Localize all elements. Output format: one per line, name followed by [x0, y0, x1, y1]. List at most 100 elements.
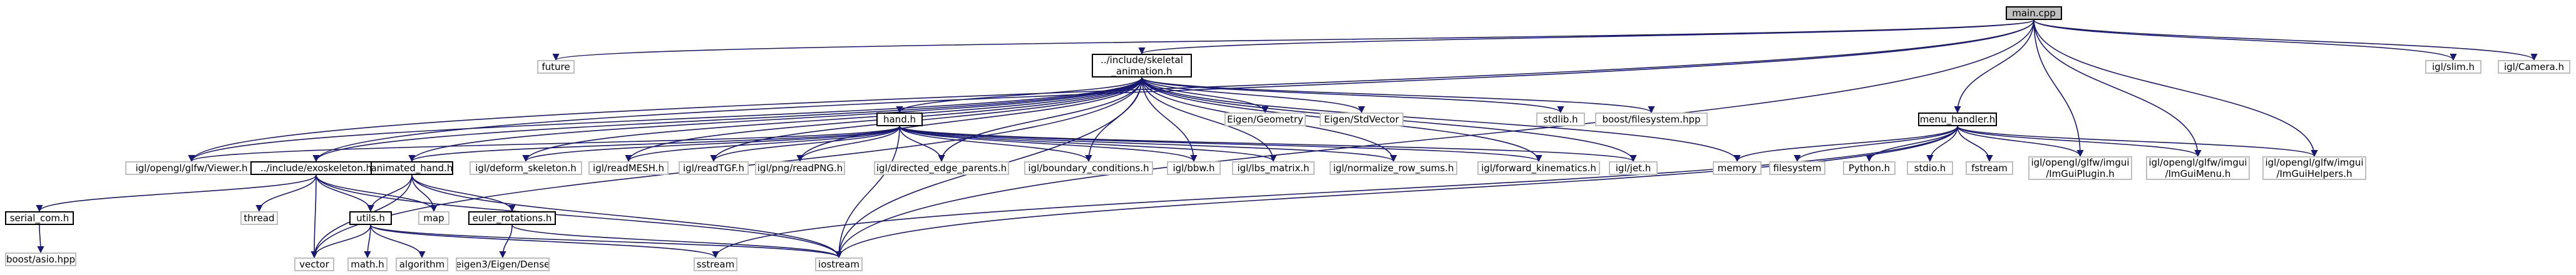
node-eigen-dense[interactable]: eigen3/Eigen/Dense — [456, 258, 550, 271]
node-algorithm[interactable]: algorithm — [396, 258, 448, 271]
node-label: Eigen/Geometry — [1227, 114, 1303, 125]
node-imguihelpers-h[interactable]: igl/opengl/glfw/imgui/ImGuiHelpers.h — [2262, 156, 2366, 180]
node-filesystem[interactable]: filesystem — [1769, 161, 1825, 175]
edge-hand-h-to-igl-jet-h — [899, 126, 1637, 162]
edge-skeletal-animation-h-to-eigen-stdvector — [1141, 77, 1365, 114]
edge-hand-h-to-igl-lbs-matrix-h — [899, 126, 1277, 162]
node-label: igl/lbs_matrix.h — [1237, 162, 1310, 174]
node-igl-readpng-h[interactable]: igl/png/readPNG.h — [755, 161, 845, 175]
node-label: igl/boundary_conditions.h — [1028, 162, 1149, 174]
node-label: math.h — [351, 259, 384, 270]
node-label: igl/png/readPNG.h — [757, 162, 843, 174]
node-utils-h[interactable]: utils.h — [349, 211, 392, 225]
edge-main-cpp-to-future — [553, 19, 2035, 61]
edge-hand-h-to-igl-deform-skeleton-h — [522, 126, 900, 162]
node-stdlib-h[interactable]: stdlib.h — [1536, 112, 1585, 126]
node-label: igl/opengl/glfw/imgui — [2265, 157, 2364, 168]
edge-skeletal-animation-h-to-boost-filesystem-hpp — [1141, 77, 1655, 114]
edge-main-cpp-to-igl-camera-h — [2033, 19, 2538, 61]
node-label: main.cpp — [2012, 8, 2056, 19]
edge-menu-handler-h-to-filesystem — [1793, 126, 1958, 162]
edge-animated-hand-h-to-utils-h — [367, 174, 413, 212]
edge-main-cpp-to-igl-slim-h — [2033, 19, 2457, 61]
node-stdio-h[interactable]: stdio.h — [1907, 161, 1953, 175]
edge-hand-h-to-igl-normalize-row-sums-h — [899, 126, 1397, 162]
edge-skeletal-animation-h-to-hand-h — [896, 77, 1142, 114]
node-map[interactable]: map — [418, 211, 449, 225]
edge-hand-h-to-igl-bbw-h — [899, 126, 1198, 162]
edge-skeletal-animation-h-to-igl-deform-skeleton-h — [522, 77, 1142, 162]
node-igl-bbw-h[interactable]: igl/bbw.h — [1167, 161, 1221, 175]
edge-skeletal-animation-h-to-igl-lbs-matrix-h — [1141, 77, 1277, 162]
edge-utils-h-to-math-h — [364, 224, 371, 259]
node-eigen-geometry[interactable]: Eigen/Geometry — [1224, 112, 1306, 126]
edge-animated-hand-h-to-euler-rotations-h — [411, 174, 516, 212]
node-igl-boundary-conditions-h[interactable]: igl/boundary_conditions.h — [1024, 161, 1153, 175]
node-thread[interactable]: thread — [240, 211, 278, 225]
node-igl-jet-h[interactable]: igl/jet.h — [1609, 161, 1658, 175]
edge-main-cpp-to-skeletal-animation-h — [1138, 19, 2035, 55]
node-python-h[interactable]: Python.h — [1843, 161, 1896, 175]
edge-animated-hand-h-to-map — [411, 174, 438, 212]
node-label: igl/slim.h — [2432, 61, 2475, 72]
node-label: igl/readTGF.h — [683, 162, 744, 174]
node-label: vector — [299, 259, 329, 270]
edge-menu-handler-h-to-memory — [1733, 126, 1958, 162]
node-boost-filesystem-hpp[interactable]: boost/filesystem.hpp — [1595, 112, 1708, 126]
node-label: serial_com.h — [9, 212, 69, 224]
node-boost-asio-hpp[interactable]: boost/asio.hpp — [5, 252, 76, 266]
node-label: memory — [1717, 162, 1757, 174]
edge-euler-rotations-h-to-iostream — [511, 224, 843, 259]
edge-exoskeleton-h-to-utils-h — [316, 174, 374, 212]
edge-exoskeleton-h-to-vector — [310, 174, 318, 259]
node-label: /ImGuiPlugin.h — [2046, 168, 2115, 179]
edge-skeletal-animation-h-to-eigen-geometry — [1141, 77, 1269, 114]
node-iostream[interactable]: iostream — [815, 258, 863, 271]
node-igl-lbs-matrix-h[interactable]: igl/lbs_matrix.h — [1232, 161, 1315, 175]
edge-animated-hand-h-to-iostream — [411, 174, 843, 259]
edge-skeletal-animation-h-to-igl-directed-edge-parents-h — [938, 77, 1142, 162]
edge-euler-rotations-h-to-eigen-dense — [499, 224, 513, 259]
edge-skeletal-animation-h-to-animated-hand-h — [408, 77, 1142, 162]
node-igl-slim-h[interactable]: igl/slim.h — [2425, 60, 2481, 74]
edge-utils-h-to-algorithm — [370, 224, 426, 259]
edge-main-cpp-to-imguihelpers-h — [2033, 19, 2318, 158]
edge-menu-handler-h-to-fstream — [1957, 126, 1993, 162]
node-sstream[interactable]: sstream — [694, 258, 737, 271]
node-animated-hand-h[interactable]: animated_hand.h — [371, 161, 453, 175]
node-fstream[interactable]: fstream — [1966, 161, 2013, 175]
node-imguiplugin-h[interactable]: igl/opengl/glfw/imgui/ImGuiPlugin.h — [2028, 156, 2132, 180]
node-igl-normalize-row-sums-h[interactable]: igl/normalize_row_sums.h — [1330, 161, 1457, 175]
node-label: igl/opengl/glfw/Viewer.h — [135, 162, 248, 174]
node-igl-deform-skeleton-h[interactable]: igl/deform_skeleton.h — [470, 161, 582, 175]
node-euler-rotations-h[interactable]: euler_rotations.h — [468, 211, 556, 225]
node-exoskeleton-h[interactable]: ../include/exoskeleton.h — [250, 161, 382, 175]
edge-menu-handler-h-to-stdio-h — [1926, 126, 1958, 162]
edge-exoskeleton-h-to-iostream — [316, 174, 843, 259]
node-math-h[interactable]: math.h — [347, 258, 387, 271]
node-skeletal-animation-h[interactable]: ../include/skeletal_animation.h — [1092, 54, 1192, 78]
node-eigen-stdvector[interactable]: Eigen/StdVector — [1320, 112, 1403, 126]
node-igl-readtgf-h[interactable]: igl/readTGF.h — [679, 161, 749, 175]
node-igl-viewer-h[interactable]: igl/opengl/glfw/Viewer.h — [125, 161, 258, 175]
node-serial-com-h[interactable]: serial_com.h — [5, 211, 74, 225]
node-menu-handler-h[interactable]: menu_handler.h — [1918, 112, 1997, 126]
node-label: igl/opengl/glfw/imgui — [2031, 157, 2130, 168]
node-future[interactable]: future — [537, 60, 575, 74]
node-main-cpp[interactable]: main.cpp — [2006, 6, 2062, 20]
node-label: boost/asio.hpp — [6, 254, 76, 265]
node-igl-forward-kinematics-h[interactable]: igl/forward_kinematics.h — [1477, 161, 1600, 175]
node-igl-readmesh-h[interactable]: igl/readMESH.h — [588, 161, 669, 175]
node-imguimenu-h[interactable]: igl/opengl/glfw/imgui/ImGuiMenu.h — [2146, 156, 2250, 180]
edge-main-cpp-to-menu-handler-h — [1954, 19, 2035, 114]
node-label: igl/normalize_row_sums.h — [1333, 162, 1454, 174]
node-label: igl/readMESH.h — [593, 162, 664, 174]
node-vector[interactable]: vector — [294, 258, 334, 271]
edge-main-cpp-to-imguimenu-h — [2033, 19, 2202, 158]
node-label: euler_rotations.h — [472, 212, 552, 224]
node-hand-h[interactable]: hand.h — [876, 112, 923, 126]
node-memory[interactable]: memory — [1713, 161, 1762, 175]
edge-menu-handler-h-to-sstream — [712, 126, 1958, 259]
node-igl-camera-h[interactable]: igl/Camera.h — [2498, 60, 2570, 74]
node-igl-directed-edge-parents-h[interactable]: igl/directed_edge_parents.h — [874, 161, 1009, 175]
